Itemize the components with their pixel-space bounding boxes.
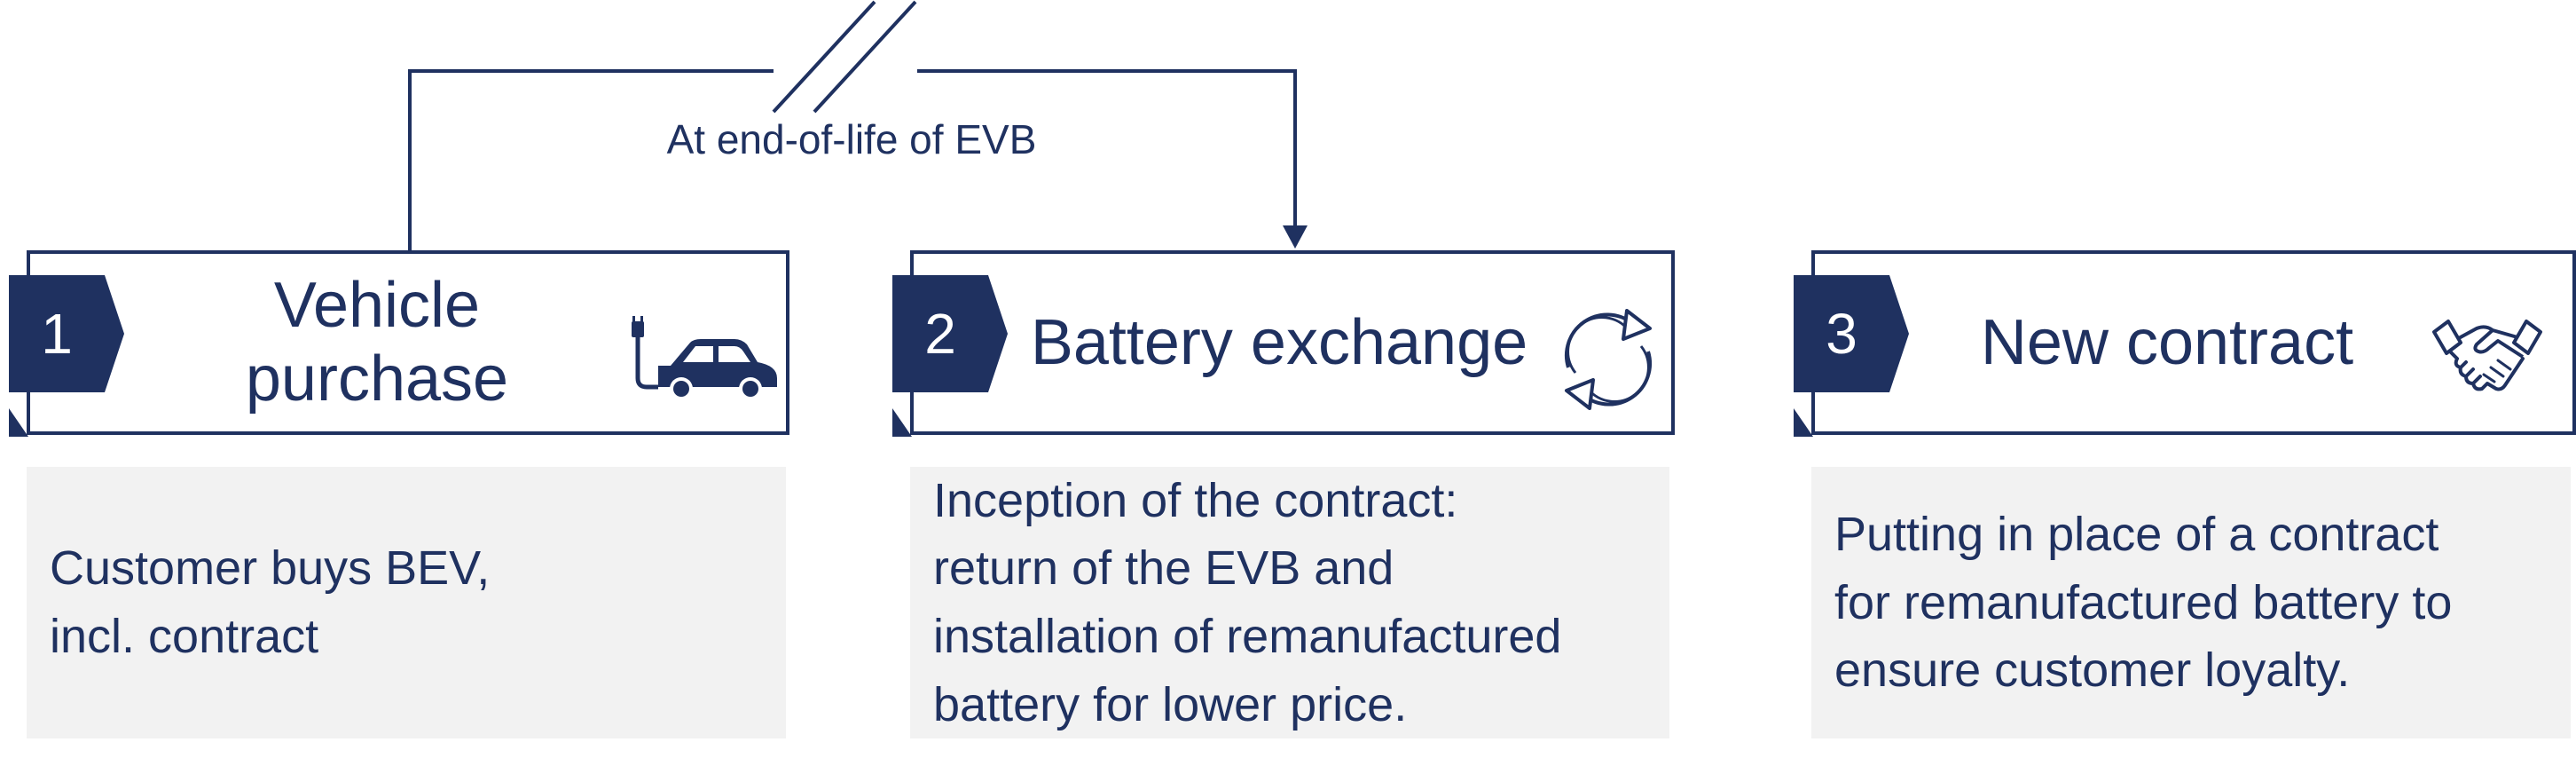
step-3-box: New contract [1811, 250, 2576, 435]
step-3-description: Putting in place of a contract for reman… [1811, 467, 2571, 738]
electric-car-icon [632, 316, 777, 400]
step-1-box: Vehicle purchase [27, 250, 789, 435]
step-1-title: Vehicle purchase [245, 270, 509, 415]
step-1-badge: 1 [9, 275, 124, 437]
step-2-title: Battery exchange [1030, 306, 1528, 378]
step-3-number: 3 [1826, 302, 1857, 366]
step-2-badge: 2 [892, 275, 1008, 437]
break-mark [813, 0, 917, 114]
step-3-badge: 3 [1794, 275, 1909, 437]
exchange-arrows-icon [1565, 309, 1652, 410]
connector-label: At end-of-life of EVB [666, 116, 1037, 162]
step-1-number: 1 [41, 302, 73, 366]
handshake-icon [2432, 320, 2542, 391]
step-3-title: New contract [1980, 306, 2354, 378]
break-mark [772, 0, 876, 114]
step-1-description: Customer buys BEV, incl. contract [27, 467, 786, 738]
step-2-description: Inception of the contract: return of the… [910, 467, 1669, 738]
step-2-number: 2 [924, 302, 956, 366]
